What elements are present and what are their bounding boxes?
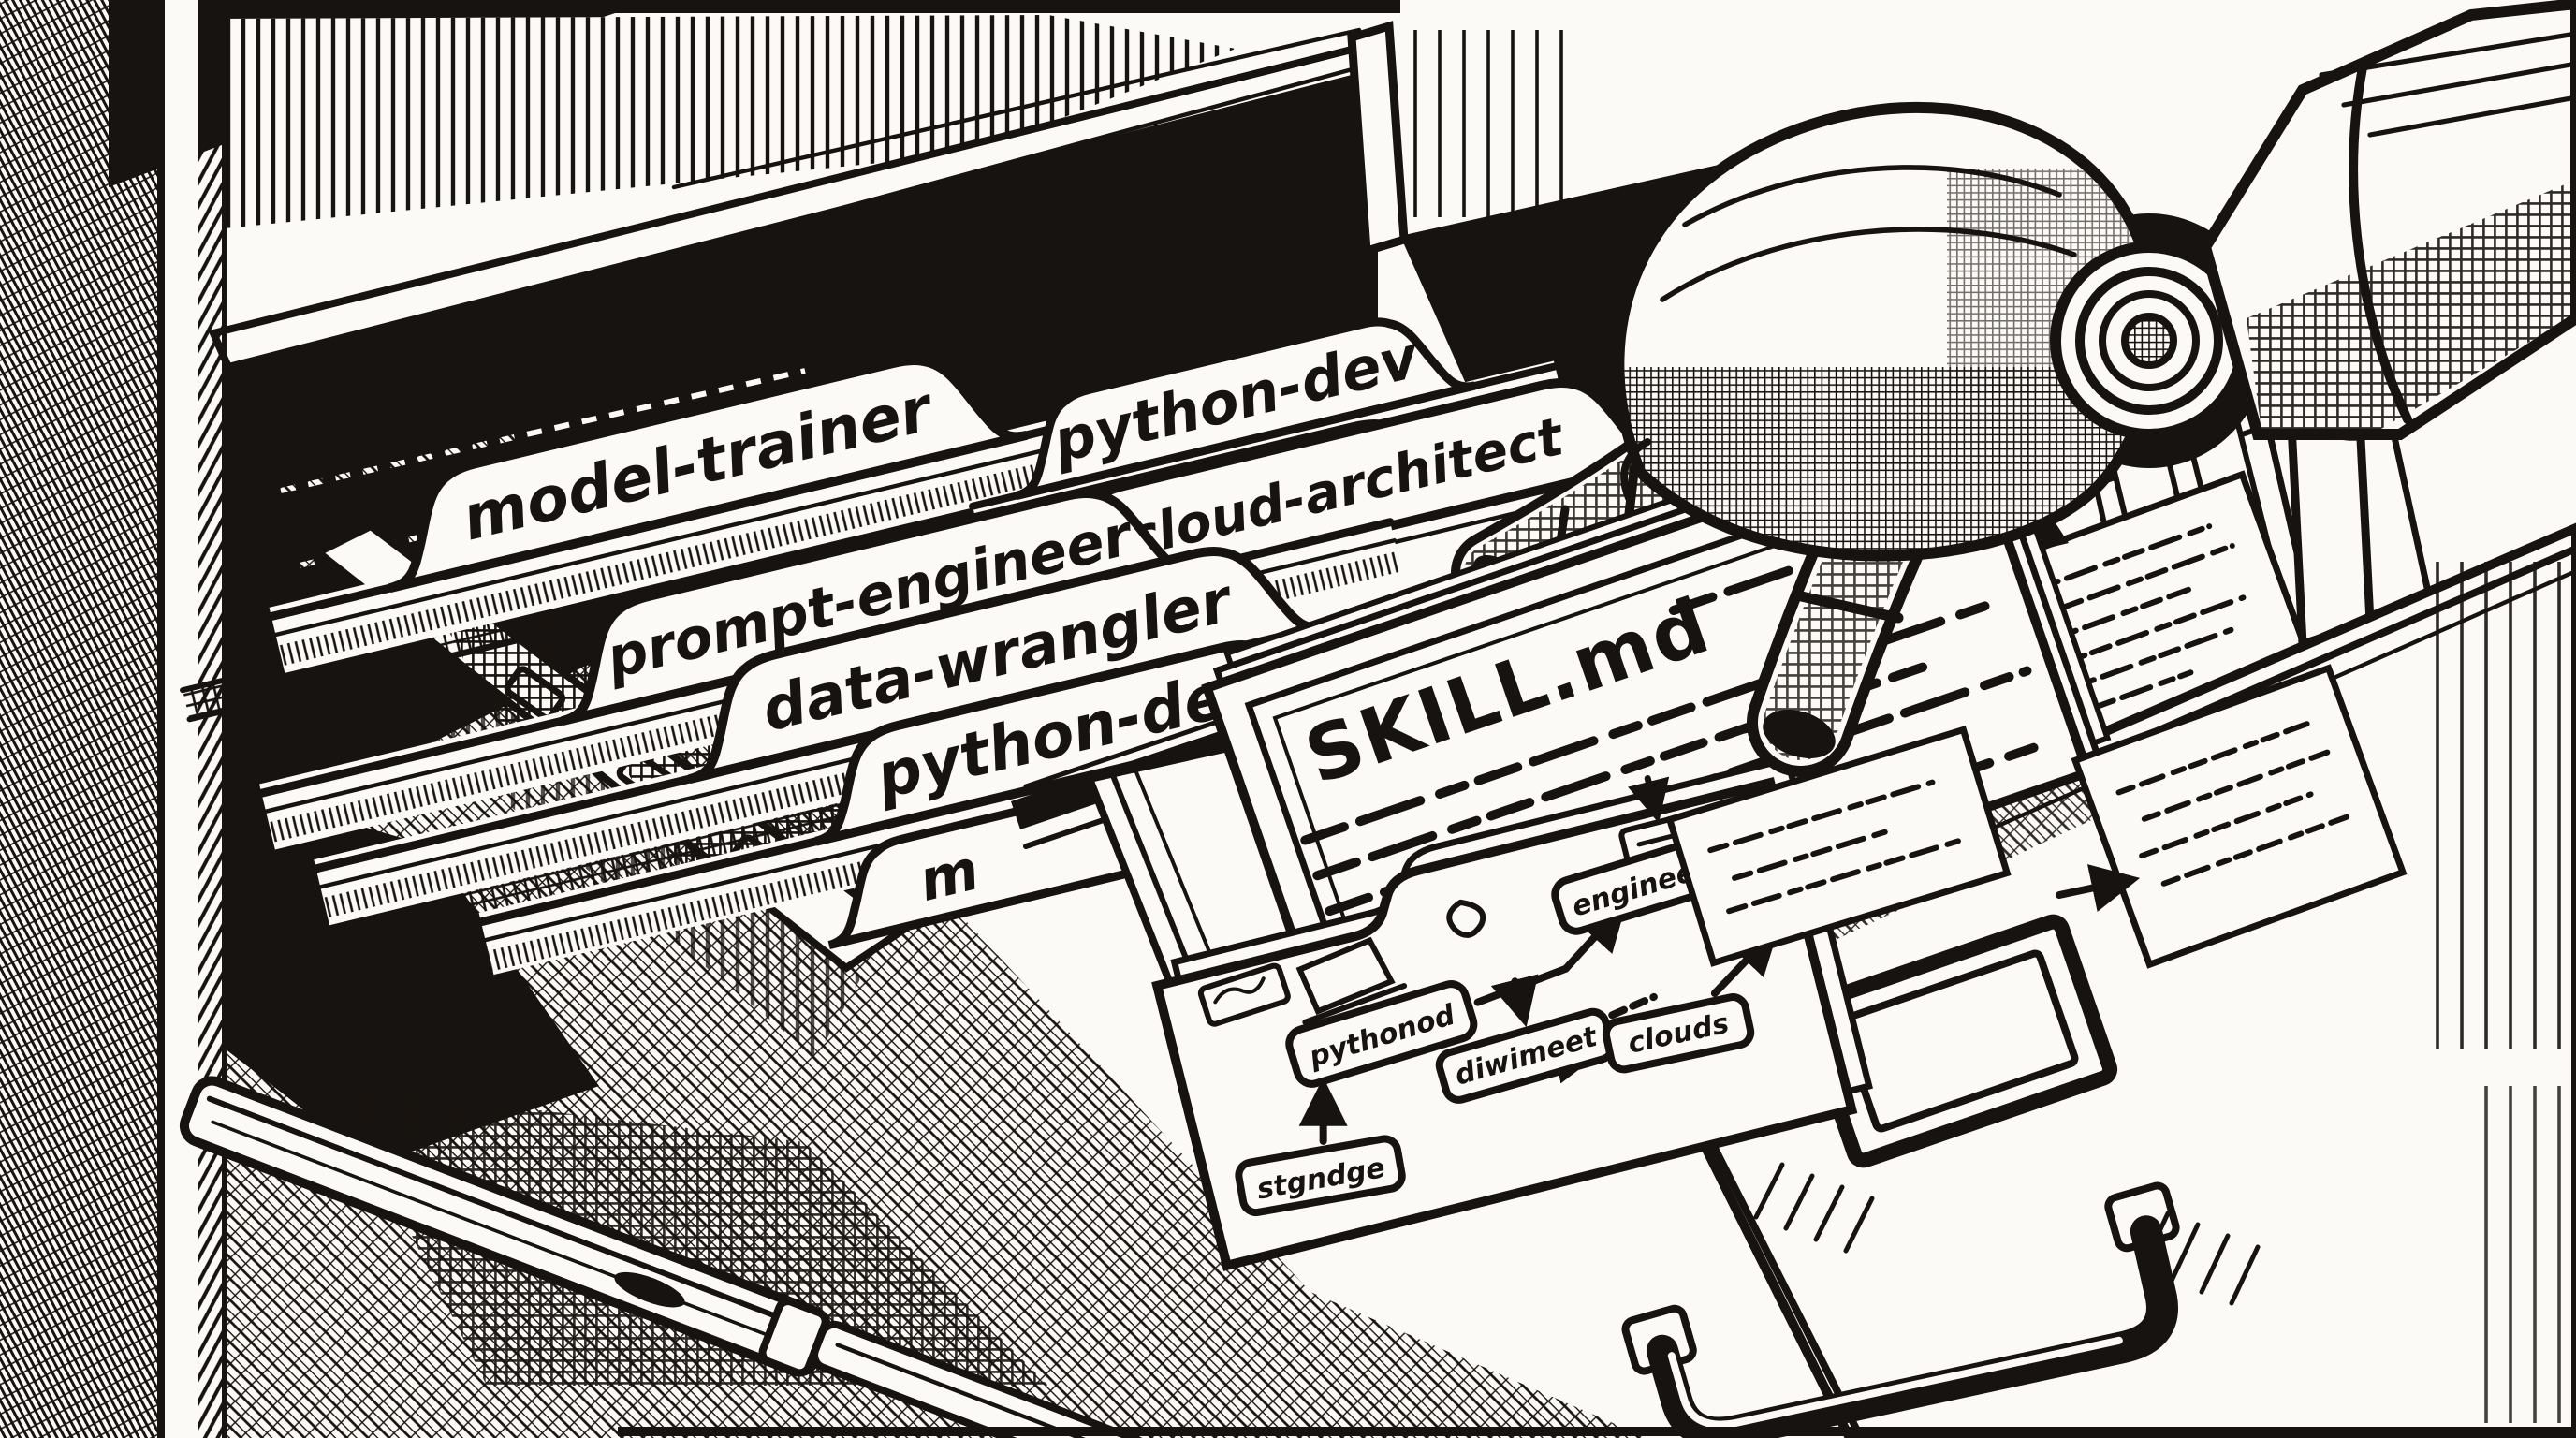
handle-bar — [1646, 1215, 2178, 1438]
scribble-icon — [1213, 976, 1266, 1005]
frame-weave-hatch — [0, 0, 161, 1438]
robot-forearm — [2199, 0, 2576, 442]
pseudo-code-lines — [2115, 720, 2350, 887]
slide-rail-ext-groove — [835, 1343, 1190, 1438]
body-grid-hatch — [337, 1086, 1048, 1386]
forearm-plate-seam — [2349, 63, 2412, 424]
pseudo-code-lines — [1707, 779, 1961, 915]
right-slot-hatch — [1408, 30, 1580, 217]
slide-rail-groove2 — [211, 1120, 795, 1347]
deep-shadow — [225, 786, 599, 1165]
tab-label-partial: m — [913, 837, 985, 915]
floor-line — [618, 1427, 2576, 1436]
leaning-sheet-right — [2071, 664, 2408, 969]
slide-rail-slot — [614, 1271, 685, 1308]
sheet-inner-border — [1244, 453, 1975, 1003]
thumb-tip — [1763, 710, 1836, 758]
sticky-note — [1197, 962, 1291, 1027]
slide-rail-ext-bar — [811, 1320, 1211, 1438]
plate-shadow-strokes — [1753, 1162, 1875, 1254]
drawer-label-plate — [1798, 914, 2118, 1168]
slide-rail-extension — [811, 1320, 1211, 1438]
slide-rail-groove — [206, 1095, 814, 1333]
panel-right-hatch — [2426, 562, 2576, 1049]
sheet-inner-border2 — [1272, 475, 1976, 977]
handle-highlight — [1667, 1336, 2123, 1429]
telescoping-slide-rail — [179, 1076, 832, 1377]
panel-corner-hatch — [2475, 1086, 2576, 1423]
cabinet-left-frame — [0, 0, 227, 1438]
laptop-sketch — [1295, 936, 1408, 1025]
folder-tab-partial: m — [809, 751, 1288, 945]
drawer-handle — [1621, 1181, 2180, 1438]
handle-shadow-strokes — [2139, 1211, 2261, 1306]
arrow-icon — [1628, 775, 1670, 824]
arrow-icon — [2056, 864, 2141, 913]
knuckle-arc — [1620, 438, 1651, 502]
palm-contour-lines — [1660, 165, 2077, 302]
robot-wrist-joint — [2050, 242, 2248, 440]
frame-rope-hatch — [198, 0, 225, 1438]
flowchart-node-stgndge: stgndge — [1235, 1135, 1406, 1217]
leaf-curl-icon — [1446, 899, 1486, 938]
flowchart-folder: pythonod engineera diwimeet clouds stgnd… — [1151, 755, 1873, 1271]
upper-slot-slats — [225, 15, 1236, 228]
flowchart-node-clouds: clouds — [1602, 993, 1755, 1074]
shelf-edge-lines — [671, 27, 1362, 235]
forearm-shading — [2247, 180, 2576, 442]
